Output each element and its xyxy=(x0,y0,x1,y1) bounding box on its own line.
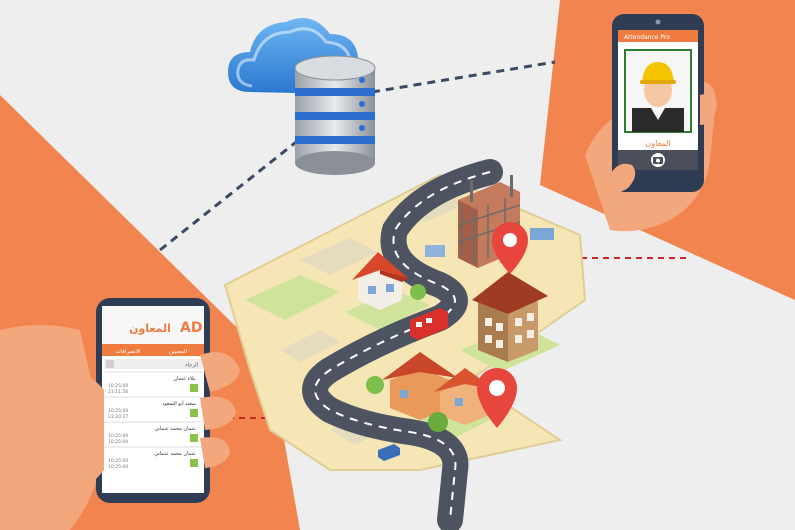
small-house xyxy=(352,252,426,310)
list-item[interactable]: علاء عثمان 10:25:00 23:11:56 xyxy=(104,371,202,395)
worker-avatar-icon xyxy=(632,62,684,132)
list-item-time: 10:25:00 xyxy=(108,464,128,470)
bus xyxy=(410,308,448,340)
location-pin-icon xyxy=(477,368,517,428)
location-pin-icon xyxy=(492,222,528,274)
list-item[interactable]: عثمان محمد عثماني 10:25:00 10:25:00 xyxy=(104,421,202,445)
list-item-time: 10:25:00 xyxy=(108,408,128,414)
list-item-time: 10:25:00 xyxy=(108,458,128,464)
list-item[interactable]: عثمان محمد عثماني 10:25:00 10:25:00 xyxy=(104,446,202,470)
left-phone-hand: المعاون AD الانصرافات المعنيين الرجاء عل… xyxy=(0,298,240,530)
list-item-name: علاء عثمان xyxy=(174,376,197,382)
left-phone-brand: AD xyxy=(180,320,202,336)
house-cluster xyxy=(366,352,496,432)
edit-icon[interactable] xyxy=(190,409,198,417)
list-item-time: 23:11:56 xyxy=(108,389,128,395)
tab-departures[interactable]: الانصرافات xyxy=(115,349,140,355)
list-item[interactable]: سعيد أبو السعود 10:25:00 23:20:27 xyxy=(104,396,202,420)
tall-building xyxy=(472,272,548,362)
left-phone-logo: المعاون xyxy=(129,322,171,335)
edit-icon[interactable] xyxy=(190,459,198,467)
camera-icon[interactable] xyxy=(651,153,665,167)
list-item-name: سعيد أبو السعود xyxy=(162,400,196,407)
list-item-name: عثمان محمد عثماني xyxy=(154,426,196,432)
search-icon[interactable] xyxy=(106,360,114,368)
car xyxy=(378,444,400,461)
right-phone-logo: المعاون xyxy=(645,139,670,148)
list-item-time: 10:25:00 xyxy=(108,439,128,445)
right-phone-header: Attendance Pro xyxy=(624,34,670,41)
right-phone-hand: Attendance Pro المعاون xyxy=(585,14,717,232)
edit-icon[interactable] xyxy=(190,384,198,392)
list-item-time: 23:20:27 xyxy=(108,414,128,420)
database-icon xyxy=(294,55,376,175)
tab-concerned[interactable]: المعنيين xyxy=(169,349,188,355)
list-item-name: عثمان محمد عثماني xyxy=(154,451,196,457)
list-item-time: 10:25:00 xyxy=(108,383,128,389)
road xyxy=(302,159,503,530)
edit-icon[interactable] xyxy=(190,434,198,442)
list-item-time: 10:25:00 xyxy=(108,433,128,439)
network-connections xyxy=(159,60,556,252)
search-label: الرجاء xyxy=(185,363,198,369)
